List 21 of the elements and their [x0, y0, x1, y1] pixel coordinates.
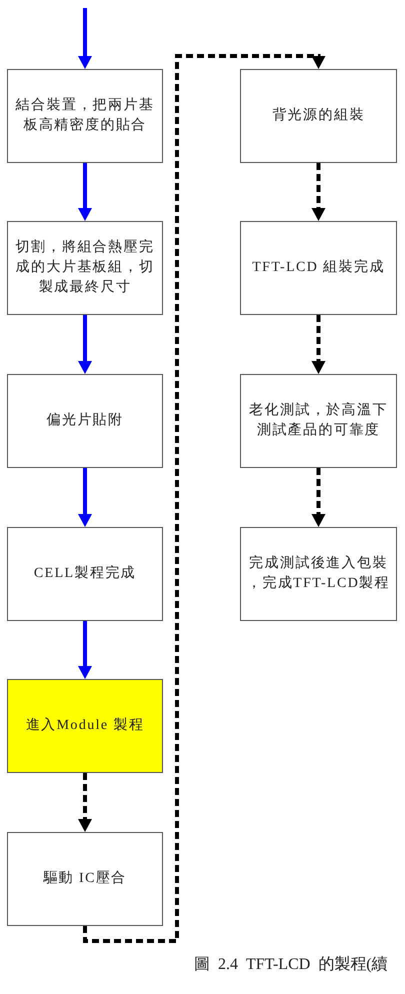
flow-arrow: [312, 163, 326, 221]
process-box: CELL製程完成: [7, 527, 163, 621]
process-box: 進入Module 製程: [7, 679, 163, 773]
flow-arrow: [78, 8, 92, 69]
process-box: 偏光片貼附: [7, 374, 163, 468]
process-box: 背光源的組裝: [240, 69, 397, 163]
flow-arrow: [312, 315, 326, 374]
figure-caption: 圖 2.4 TFT-LCD 的製程(續: [194, 955, 388, 975]
flow-arrow: [83, 54, 326, 943]
process-box: 完成測試後進入包裝，完成TFT-LCD製程: [240, 527, 397, 621]
process-box: 驅動 IC壓合: [7, 832, 163, 926]
flow-arrow: [78, 468, 92, 527]
flow-arrow: [312, 468, 326, 527]
flow-arrow: [78, 163, 92, 221]
process-box: TFT-LCD 組裝完成: [240, 221, 397, 315]
process-box: 切割，將組合熱壓完成的大片基板組，切製成最終尺寸: [7, 221, 163, 315]
process-box: 老化測試，於高溫下測試產品的可靠度: [240, 374, 397, 468]
flow-arrow: [78, 621, 92, 679]
flow-arrow: [78, 773, 92, 832]
flow-arrow: [78, 315, 92, 374]
process-box: 結合裝置，把兩片基板高精密度的貼合: [7, 69, 163, 163]
